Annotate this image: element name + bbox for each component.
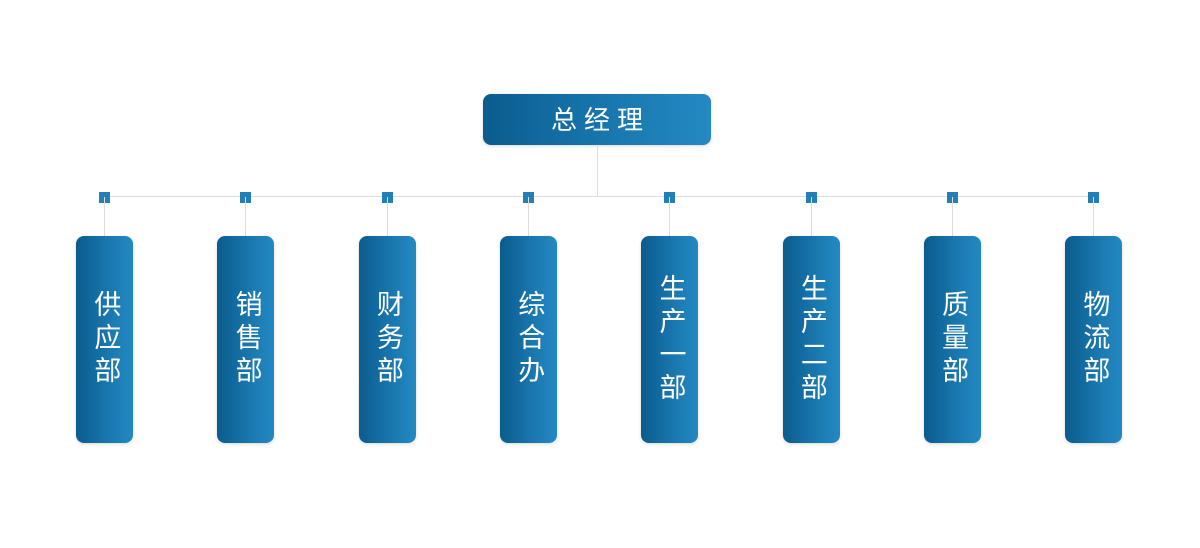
org-node-department-label: 质量部	[938, 290, 969, 389]
org-node-department-label: 销售部	[231, 290, 262, 389]
org-node-department-label: 物流部	[1079, 290, 1110, 389]
org-node-department[interactable]: 生产二部	[782, 236, 840, 443]
connector-drop-vertical	[104, 197, 105, 243]
org-node-department[interactable]: 生产一部	[641, 236, 699, 443]
connector-drop-vertical	[245, 197, 247, 243]
connector-drop-vertical	[1093, 197, 1095, 243]
org-node-department-label: 生产二部	[796, 273, 827, 406]
org-node-department[interactable]: 销售部	[217, 236, 275, 443]
org-node-root-label: 总经理	[550, 104, 650, 135]
connector-trunk-vertical	[597, 145, 598, 197]
connector-drop-vertical	[951, 197, 953, 243]
connector-drop-vertical	[527, 197, 529, 243]
org-node-department-label: 综合办	[514, 290, 545, 389]
connector-bus-horizontal	[104, 196, 1093, 197]
org-node-department[interactable]: 综合办	[499, 236, 557, 443]
org-node-department-label: 供应部	[90, 290, 121, 389]
connector-drop-vertical	[810, 197, 812, 243]
org-node-department-label: 财务部	[372, 290, 403, 389]
connector-drop-vertical	[669, 197, 671, 243]
org-node-department-label: 生产一部	[655, 273, 686, 406]
org-node-department[interactable]: 质量部	[923, 236, 981, 443]
connector-drop-vertical	[386, 197, 388, 243]
org-node-department[interactable]: 物流部	[1065, 236, 1123, 443]
org-node-root[interactable]: 总经理	[483, 94, 711, 145]
org-node-department[interactable]: 供应部	[76, 236, 133, 443]
org-node-department[interactable]: 财务部	[358, 236, 416, 443]
